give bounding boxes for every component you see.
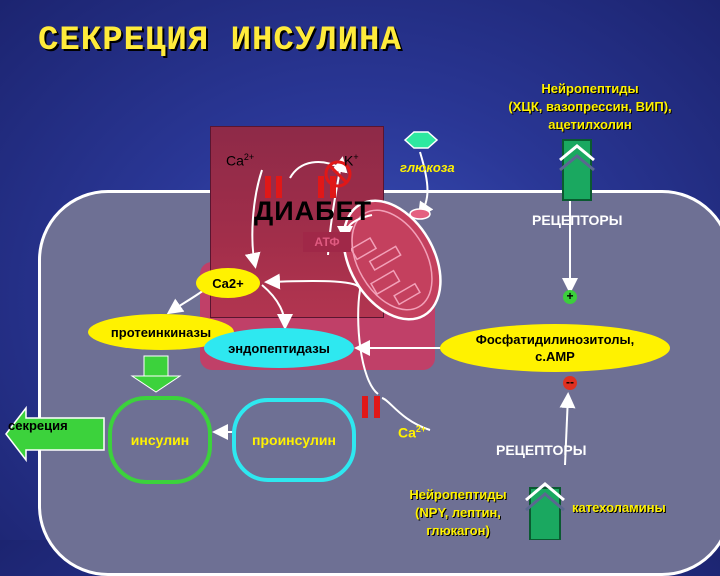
phospho-line2: с.АМР bbox=[535, 349, 575, 364]
ca2-bottom-label: Ca2+ bbox=[398, 424, 427, 441]
neuropeptides-bottom-line3: глюкагон) bbox=[426, 523, 490, 538]
proteinkinase-down-arrow bbox=[130, 355, 182, 393]
page-title: СЕКРЕЦИЯ ИНСУЛИНА bbox=[38, 22, 402, 60]
neuropeptides-top-label: Нейропептиды (ХЦК, вазопрессин, ВИП), ац… bbox=[470, 80, 710, 134]
neuropeptides-bottom-label: Нейропептиды (NPY, лептин, глюкагон) bbox=[388, 486, 528, 540]
receptors-bottom-label: РЕЦЕПТОРЫ bbox=[496, 442, 587, 458]
phosphatidylinositols-ellipse: Фосфатидилинозитолы, с.АМР bbox=[440, 324, 670, 372]
phospho-line1: Фосфатидилинозитолы, bbox=[475, 332, 635, 347]
ca2-plus-ellipse: Ca2+ bbox=[196, 268, 260, 298]
catecholamines-label: катехоламины bbox=[572, 500, 666, 515]
endopeptidases-ellipse: эндопептидазы bbox=[204, 328, 354, 368]
glucose-label: глюкоза bbox=[400, 160, 455, 175]
prohibition-icon bbox=[324, 160, 352, 188]
glucose-icon bbox=[403, 131, 439, 149]
minus-badge: -- bbox=[563, 376, 577, 390]
neuropeptides-bottom-line2: (NPY, лептин, bbox=[415, 505, 501, 520]
secretion-arrow-icon bbox=[5, 405, 105, 463]
atp-label: АТФ bbox=[303, 232, 351, 252]
neuropeptides-top-line3: ацетилхолин bbox=[548, 117, 632, 132]
receptor-top-icon bbox=[559, 139, 595, 201]
k-plus-label: K+ bbox=[344, 152, 359, 169]
neuropeptides-top-line2: (ХЦК, вазопрессин, ВИП), bbox=[508, 99, 672, 114]
proinsulin-box: проинсулин bbox=[232, 398, 356, 482]
plus-badge: + bbox=[563, 290, 577, 304]
diagram-arrows bbox=[130, 131, 595, 540]
neuropeptides-bottom-line1: Нейропептиды bbox=[409, 487, 507, 502]
receptors-top-label: РЕЦЕПТОРЫ bbox=[532, 212, 623, 228]
receptor-bottom-icon bbox=[525, 482, 565, 540]
diabetes-label: ДИАБЕТ bbox=[254, 196, 373, 226]
ca2-top-label: Ca2+ bbox=[226, 152, 255, 169]
secretion-label: секреция bbox=[8, 418, 68, 433]
neuropeptides-top-line1: Нейропептиды bbox=[541, 81, 639, 96]
insulin-box: инсулин bbox=[108, 396, 212, 484]
mitochondrion-icon bbox=[342, 199, 442, 321]
